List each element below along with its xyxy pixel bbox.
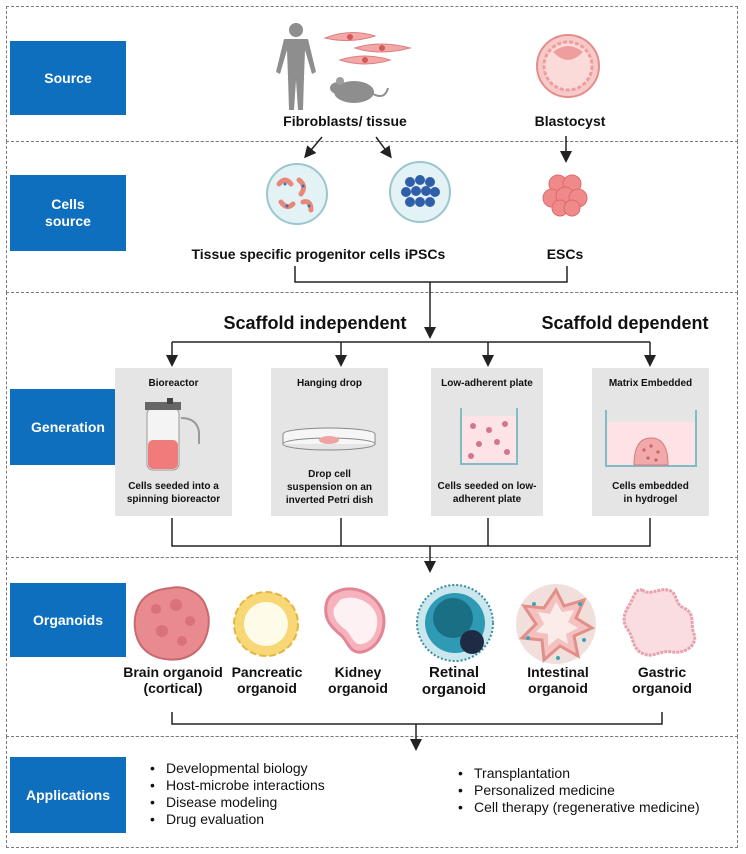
cells-escs-label: ESCs: [546, 246, 584, 262]
pancreatic-organoid-icon: [233, 591, 299, 657]
blastocyst-icon: [536, 34, 600, 98]
label-generation: Generation: [10, 389, 126, 465]
intestinal-organoid-icon: [516, 584, 596, 664]
generation-card-matrix: Matrix Embedded Cells embedded in hydrog…: [592, 368, 709, 516]
cells-bracket: [294, 266, 568, 283]
organoid-label-intestinal: Intestinal organoid: [527, 664, 589, 696]
application-item: Developmental biology: [148, 760, 325, 777]
generation-card-hanging-drop: Hanging drop Drop cell suspension on an …: [271, 368, 388, 516]
card-desc: Drop cell suspension on an inverted Petr…: [285, 469, 374, 506]
source-fibroblasts-label: Fibroblasts/ tissue: [283, 113, 407, 129]
cells-ipscs-label: iPSCs: [404, 246, 446, 262]
application-item: Personalized medicine: [456, 782, 700, 799]
generation-bracket: [171, 518, 651, 547]
fibroblast-cells-icon: [323, 32, 412, 65]
application-item: Host-microbe interactions: [148, 777, 325, 794]
application-item: Drug evaluation: [148, 811, 325, 828]
bioreactor-icon: [145, 398, 200, 471]
arrow-to-progenitor: [304, 136, 323, 159]
section-applications: [6, 736, 738, 848]
generation-card-low-adherent: Low-adherent plate Cells seeded on low- …: [431, 368, 543, 516]
arrow-to-ipscs: [375, 136, 392, 159]
card-desc: Cells seeded on low- adherent plate: [437, 481, 537, 505]
mouse-icon: [330, 77, 389, 103]
scaffold-independent-label: Scaffold independent: [223, 313, 407, 333]
card-title: Hanging drop: [297, 378, 362, 389]
organoid-label-pancreatic: Pancreatic organoid: [231, 664, 303, 696]
organoid-label-gastric: Gastric organoid: [632, 664, 692, 696]
hydrogel-well-icon: [605, 410, 697, 467]
kidney-organoid-icon: [324, 587, 386, 654]
scaffold-dependent-label: Scaffold dependent: [541, 313, 709, 333]
generation-card-bioreactor: Bioreactor Cells seeded into a spinning …: [115, 368, 232, 516]
retinal-organoid-icon: [416, 584, 494, 662]
applications-right-list: TransplantationPersonalized medicineCell…: [456, 765, 700, 816]
cells-progenitor-label: Tissue specific progenitor cells: [191, 246, 401, 262]
application-item: Cell therapy (regenerative medicine): [456, 799, 700, 816]
card-title: Low-adherent plate: [441, 378, 533, 389]
card-title: Matrix Embedded: [608, 378, 693, 389]
brain-organoid-icon: [133, 586, 210, 661]
escs-cluster-icon: [542, 174, 588, 217]
organoid-label-retinal: Retinal organoid: [421, 664, 487, 698]
organoid-label-kidney: Kidney organoid: [328, 664, 388, 696]
ipscs-dish-icon: [389, 161, 451, 223]
label-organoids: Organoids: [10, 583, 126, 657]
organoid-label-brain: Brain organoid (cortical): [123, 664, 223, 696]
application-item: Transplantation: [456, 765, 700, 782]
application-item: Disease modeling: [148, 794, 325, 811]
well-plate-icon: [460, 408, 518, 465]
human-silhouette-icon: [276, 23, 316, 110]
card-title: Bioreactor: [148, 378, 199, 389]
progenitor-cells-dish-icon: [266, 163, 328, 225]
label-source: Source: [10, 41, 126, 115]
gastric-organoid-icon: [622, 588, 697, 657]
petri-dish-icon: [282, 427, 376, 451]
applications-left-list: Developmental biologyHost-microbe intera…: [148, 760, 325, 828]
card-desc: Cells embedded in hydrogel: [612, 481, 689, 505]
organoids-bracket: [171, 712, 663, 725]
label-cells-source: Cells source: [10, 175, 126, 251]
card-desc: Cells seeded into a spinning bioreactor: [126, 481, 221, 505]
source-blastocyst-label: Blastocyst: [534, 113, 606, 129]
label-applications: Applications: [10, 757, 126, 833]
